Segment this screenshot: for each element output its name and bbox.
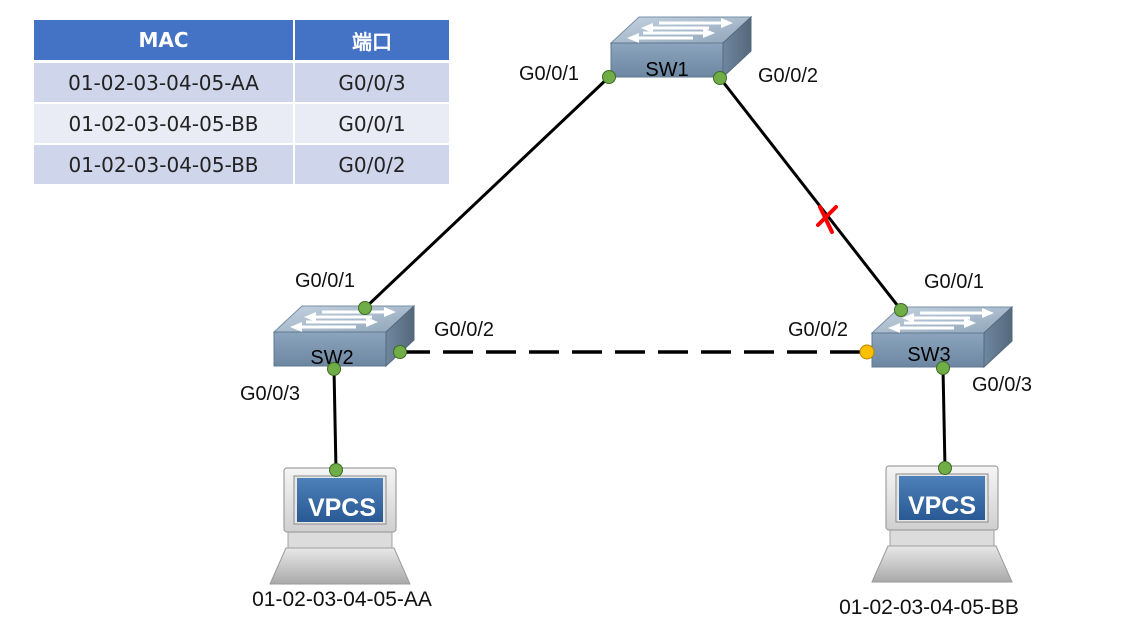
port-indicator-sw3-g001[interactable] <box>894 303 908 317</box>
switch-label: SW3 <box>907 344 950 366</box>
header-port: 端口 <box>294 20 449 63</box>
port-label-sw3-top: G0/0/1 <box>924 271 984 293</box>
port-indicator-sw2-g002[interactable] <box>393 345 407 359</box>
switch-sw1[interactable]: SW1 <box>609 15 753 81</box>
port-indicator-sw2-g003[interactable] <box>327 362 341 376</box>
mac-cell: 01-02-03-04-05-AA <box>34 61 295 104</box>
switch-sw3[interactable]: SW3 <box>870 305 1014 369</box>
table-row: 01-02-03-04-05-BB G0/0/2 <box>34 144 449 186</box>
port-indicator-sw1-g001[interactable] <box>602 70 616 84</box>
port-label-sw2-bottom: G0/0/3 <box>240 383 300 405</box>
port-indicator-sw3-g002-blocked[interactable] <box>859 344 875 360</box>
mac-cell: 01-02-03-04-05-BB <box>34 103 295 145</box>
link-sw1-sw3 <box>718 77 903 311</box>
link-sw2-pc1 <box>332 368 338 471</box>
link-failure-x-icon <box>816 205 838 234</box>
port-indicator-sw1-g002[interactable] <box>713 71 727 85</box>
pc-screen-text: VPCS <box>308 494 376 522</box>
port-label-sw2-right: G0/0/2 <box>434 319 494 341</box>
port-label-sw3-left: G0/0/2 <box>788 319 848 341</box>
pc-icon <box>871 465 1013 583</box>
mac-address-table: MAC 端口 01-02-03-04-05-AA G0/0/3 01-02-03… <box>34 20 449 186</box>
port-label-sw2-top: G0/0/1 <box>295 270 355 292</box>
switch-sw2[interactable]: SW2 <box>272 304 416 369</box>
header-mac: MAC <box>34 20 295 63</box>
port-label-sw1-right: G0/0/2 <box>758 65 818 87</box>
port-indicator-pc1[interactable] <box>329 463 343 477</box>
port-cell: G0/0/3 <box>294 61 449 104</box>
switch-label: SW2 <box>310 347 353 369</box>
host-pc2[interactable]: VPCS 01-02-03-04-05-BB <box>839 465 1019 619</box>
port-cell: G0/0/2 <box>294 144 449 186</box>
port-indicator-sw2-g001[interactable] <box>358 301 372 315</box>
table-row: 01-02-03-04-05-BB G0/0/1 <box>34 103 449 145</box>
host-mac-label: 01-02-03-04-05-BB <box>839 596 1019 619</box>
host-pc1[interactable]: VPCS 01-02-03-04-05-AA <box>252 467 432 611</box>
port-indicator-sw3-g003[interactable] <box>936 361 950 375</box>
mac-cell: 01-02-03-04-05-BB <box>34 144 295 186</box>
port-label-sw1-left: G0/0/1 <box>519 63 579 85</box>
port-indicator-pc2[interactable] <box>938 461 952 475</box>
host-mac-label: 01-02-03-04-05-AA <box>252 588 432 611</box>
pc-screen-text: VPCS <box>908 492 976 520</box>
link-sw1-sw2 <box>363 75 611 310</box>
link-sw3-pc2 <box>941 367 947 469</box>
pc-icon <box>269 467 411 585</box>
port-cell: G0/0/1 <box>294 103 449 145</box>
table-header-row: MAC 端口 <box>34 20 449 63</box>
table-row: 01-02-03-04-05-AA G0/0/3 <box>34 61 449 104</box>
port-label-sw3-bottom: G0/0/3 <box>972 374 1032 396</box>
switch-label: SW1 <box>645 59 688 81</box>
